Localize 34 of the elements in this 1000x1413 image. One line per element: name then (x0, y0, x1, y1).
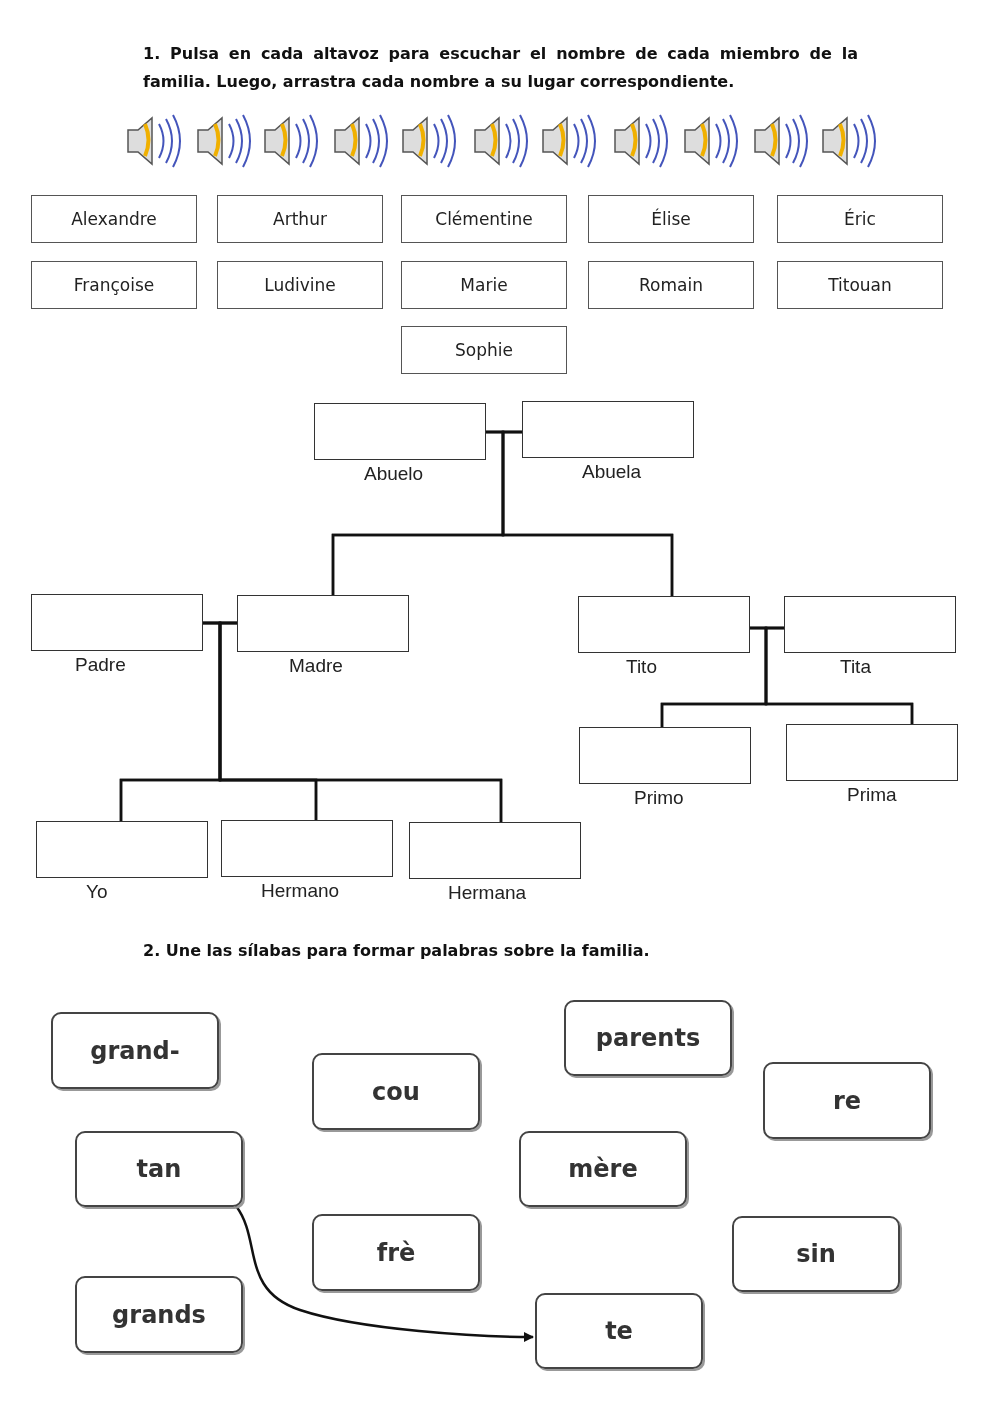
relation-label: Tito (626, 656, 657, 678)
syllable-card: tan (75, 1131, 243, 1207)
relation-label: Padre (75, 654, 126, 676)
name-card: Titouan (777, 261, 943, 309)
name-card: Sophie (401, 326, 567, 374)
relation-label: Hermano (261, 880, 340, 902)
instruction-text: 2. Une las sílabas para formar palabras sobre la familia. (143, 940, 651, 962)
syllable-card: mère (519, 1131, 687, 1207)
name-card: Romain (588, 261, 754, 309)
syllable-card: grand- (51, 1012, 219, 1089)
relation-label: Abuela (582, 461, 642, 483)
name-card: Arthur (217, 195, 383, 243)
syllable-card: parents (564, 1000, 732, 1076)
name-card: Marie (401, 261, 567, 309)
syllable-card: sin (732, 1216, 900, 1292)
relation-label: Hermana (448, 882, 527, 904)
name-card: Éric (777, 195, 943, 243)
relation-label: Prima (847, 784, 897, 806)
relation-label: Yo (86, 881, 108, 903)
relation-label: Abuelo (364, 463, 424, 485)
syllable-card: cou (312, 1053, 480, 1130)
relation-label: Primo (634, 787, 684, 809)
name-card: Clémentine (401, 195, 567, 243)
syllable-card: te (535, 1293, 703, 1369)
name-card: Françoise (31, 261, 197, 309)
name-card: Ludivine (217, 261, 383, 309)
syllable-card: grands (75, 1276, 243, 1353)
name-card: Alexandre (31, 195, 197, 243)
syllable-card: frè (312, 1214, 480, 1291)
relation-label: Madre (289, 655, 343, 677)
instruction-text: 1. Pulsa en cada altavoz para escuchar el nombre de cada miembro de la familia. Luego, arrastra cada nombre a su lugar correspondiente. (143, 43, 858, 93)
relation-label: Tita (840, 656, 871, 678)
syllable-card: re (763, 1062, 931, 1139)
name-card: Élise (588, 195, 754, 243)
